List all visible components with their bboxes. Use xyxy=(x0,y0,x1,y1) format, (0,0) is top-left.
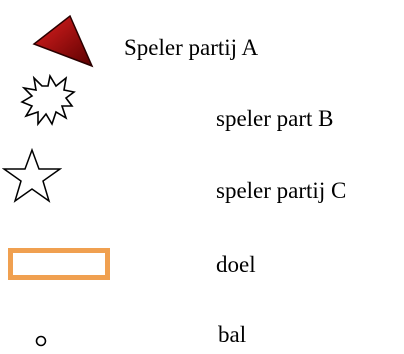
legend-label-party-a: Speler partij A xyxy=(124,35,259,60)
red-triangle-icon xyxy=(32,14,94,68)
legend-label-goal: doel xyxy=(216,252,256,277)
legend-label-party-c: speler partij C xyxy=(216,178,347,203)
orange-rectangle-icon xyxy=(8,248,110,280)
explosion-burst-icon xyxy=(20,74,76,127)
legend-label-ball: bal xyxy=(218,322,247,347)
small-circle-icon xyxy=(35,335,47,347)
legend-label-party-b: speler part B xyxy=(216,106,334,131)
star-outline-icon xyxy=(2,148,62,203)
